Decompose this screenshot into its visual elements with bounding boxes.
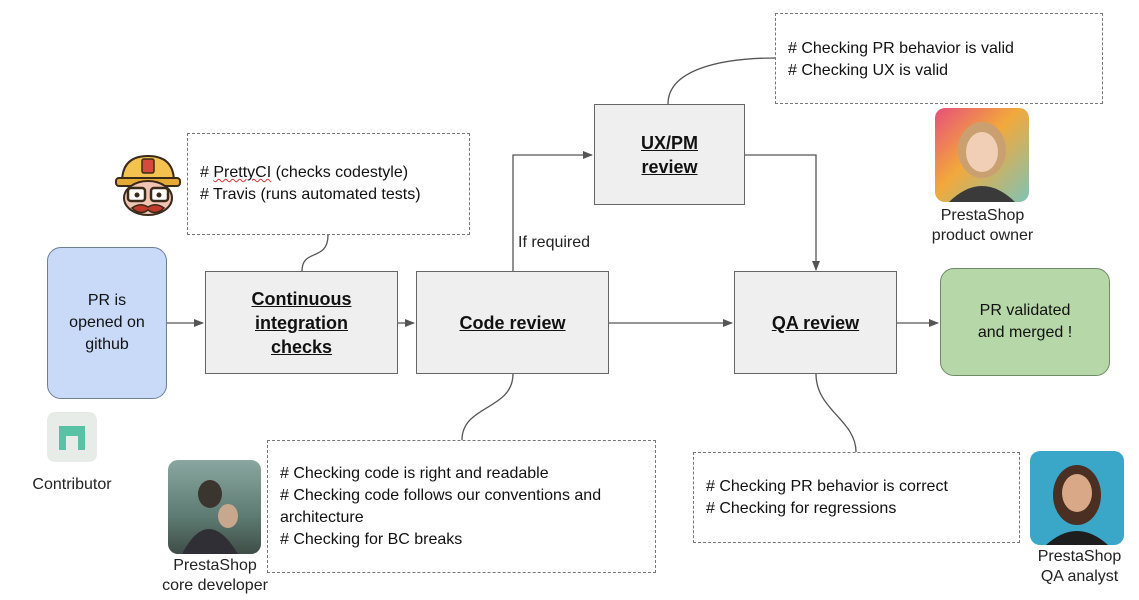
person-silhouette-icon — [949, 122, 1015, 202]
contributor-logo — [47, 412, 97, 462]
person-silhouette-icon — [1046, 465, 1108, 545]
note-uxpm-line-2: # Checking UX is valid — [788, 62, 949, 79]
connector-qa-note — [815, 373, 857, 453]
note-code-review: # Checking code is right and readable # … — [267, 440, 656, 573]
connector-code-note — [461, 373, 514, 441]
note-ci-line-2: # Travis (runs automated tests) — [200, 186, 421, 203]
note-qa: # Checking PR behavior is correct # Chec… — [693, 452, 1020, 543]
note-ci-line-1: # PrettyCI (checks codestyle) — [200, 164, 409, 181]
edge-label-if-required: If required — [518, 234, 591, 251]
node-code-review: Code review — [416, 271, 609, 374]
contributor-label: Contributor — [32, 476, 112, 493]
node-qa-review-label: QA review — [771, 312, 860, 333]
travis-mascot-icon — [115, 154, 181, 216]
product-owner-label: PrestaShop product owner — [931, 207, 1034, 244]
node-pr-opened-label: PR is opened on github — [69, 292, 145, 353]
connector-ci-note — [301, 234, 329, 272]
contributor-icon — [59, 426, 85, 450]
product-owner-avatar — [935, 108, 1029, 202]
core-developer-avatar — [168, 460, 261, 554]
arrow-code-review-to-uxpm — [512, 151, 593, 271]
node-pr-validated-label: PR validated and merged ! — [977, 302, 1073, 341]
core-developer-label: PrestaShop core developer — [162, 557, 268, 594]
node-uxpm-review: UX/PM review — [594, 104, 745, 205]
node-uxpm-review-label: UX/PM review — [640, 132, 698, 177]
note-qa-line-1: # Checking PR behavior is correct — [706, 478, 948, 495]
qa-analyst-label: PrestaShop QA analyst — [1037, 548, 1122, 585]
person-silhouette-icon — [182, 480, 238, 554]
node-code-review-label: Code review — [459, 312, 566, 333]
connector-uxpm-note — [667, 57, 776, 105]
note-uxpm: # Checking PR behavior is valid # Checki… — [775, 13, 1103, 104]
node-pr-opened: PR is opened on github — [47, 247, 167, 399]
note-ci-tools: # PrettyCI (checks codestyle) # Travis (… — [187, 133, 470, 235]
prettyci-name: PrettyCI — [213, 164, 272, 181]
note-qa-line-2: # Checking for regressions — [706, 500, 897, 517]
qa-analyst-avatar — [1030, 451, 1124, 545]
note-uxpm-line-1: # Checking PR behavior is valid — [788, 40, 1014, 57]
note-code-line-3: # Checking for BC breaks — [280, 531, 463, 548]
arrow-uxpm-to-qa — [745, 154, 820, 271]
node-ci-checks: Continuous integration checks — [205, 271, 398, 374]
note-code-line-2: # Checking code follows our conventions … — [280, 487, 602, 526]
note-code-line-1: # Checking code is right and readable — [280, 465, 549, 482]
node-pr-validated: PR validated and merged ! — [940, 268, 1110, 376]
node-qa-review: QA review — [734, 271, 897, 374]
node-ci-checks-label: Continuous integration checks — [251, 288, 352, 357]
